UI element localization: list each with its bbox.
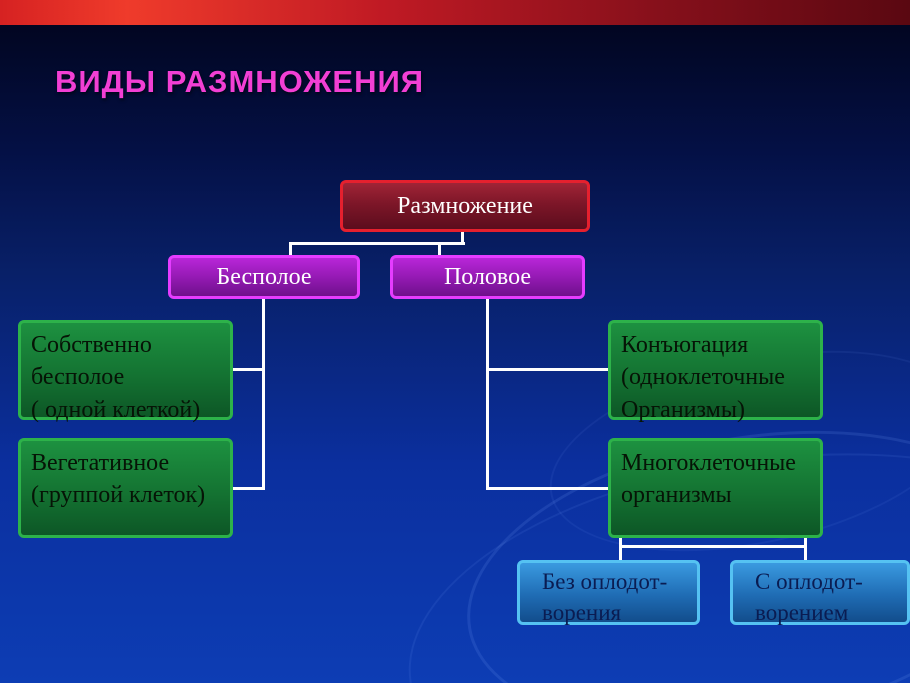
connector-vegetative-stub — [233, 487, 265, 490]
top-red-bar — [0, 0, 910, 25]
node-conjugation: Конъюгация (одноклеточные Организмы) — [608, 320, 823, 423]
node-multicellular: Многоклеточные организмы — [608, 438, 823, 538]
connector-sexual-stub — [438, 242, 441, 256]
node-proper-asexual-label: Собственно бесполое ( одной клеткой) — [31, 332, 201, 423]
connector-bottom-horizontal — [619, 545, 807, 548]
connector-top-horizontal — [289, 242, 465, 245]
node-without-fertilization: Без оплодот- ворения — [517, 560, 700, 625]
connector-root-stub — [461, 232, 464, 245]
node-reproduction-label: Размножение — [397, 192, 533, 219]
node-multicellular-label: Многоклеточные организмы — [621, 450, 796, 509]
node-sexual-label: Половое — [443, 263, 532, 290]
connector-asexual-vertical — [262, 299, 265, 490]
connector-multicellular-stub — [486, 487, 608, 490]
connector-fertilization-stub — [804, 538, 807, 560]
node-vegetative: Вегетативное (группой клеток) — [18, 438, 233, 538]
connector-sexual-vertical — [486, 299, 489, 490]
node-asexual-label: Бесполое — [216, 263, 312, 290]
node-asexual: Бесполое — [168, 255, 360, 299]
node-with-fertilization-label: С оплодот- ворением — [755, 569, 863, 626]
connector-proper-asexual-stub — [233, 368, 265, 371]
node-without-fertilization-label: Без оплодот- ворения — [542, 569, 668, 626]
connector-conjugation-stub — [486, 368, 608, 371]
node-sexual: Половое — [390, 255, 585, 299]
node-reproduction: Размножение — [340, 180, 590, 232]
node-conjugation-label: Конъюгация (одноклеточные Организмы) — [621, 332, 785, 423]
node-proper-asexual: Собственно бесполое ( одной клеткой) — [18, 320, 233, 423]
connector-no-fertilization-stub — [619, 538, 622, 560]
connector-asexual-stub — [289, 242, 292, 256]
node-with-fertilization: С оплодот- ворением — [730, 560, 910, 625]
node-vegetative-label: Вегетативное (группой клеток) — [31, 450, 206, 509]
slide-title: ВИДЫ РАЗМНОЖЕНИЯ — [55, 64, 425, 99]
